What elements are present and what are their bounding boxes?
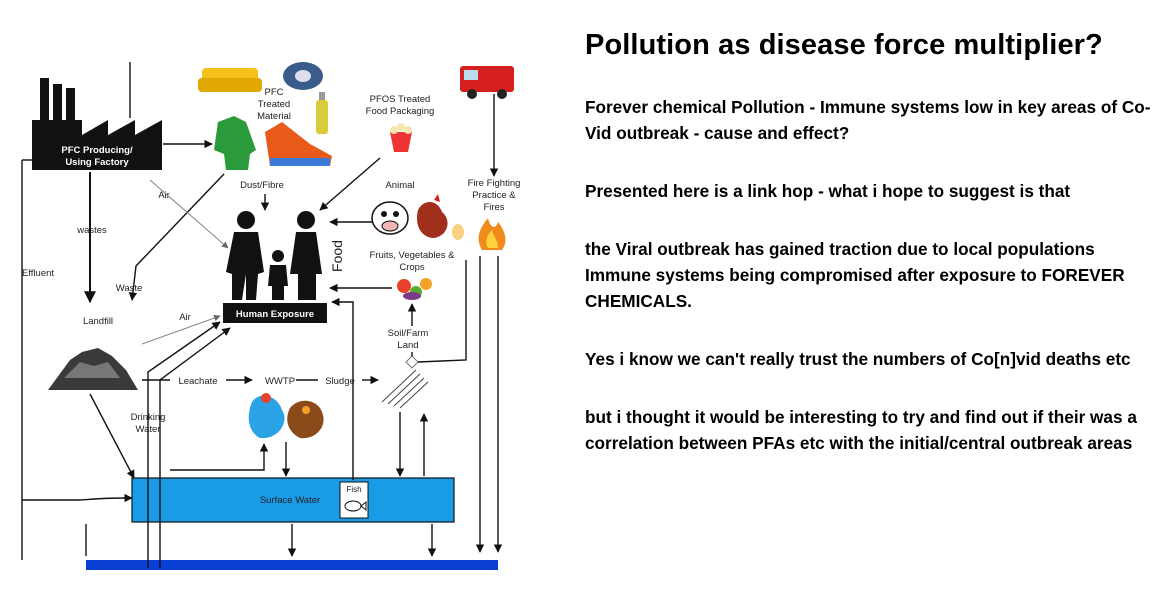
- article-paragraph-2: Presented here is a link hop - what i ho…: [585, 181, 1071, 201]
- food-label: Food: [329, 240, 345, 272]
- fish-box: [339, 481, 369, 519]
- spray-can-icon: [316, 92, 328, 134]
- pfc-treated-label-2: Treated: [258, 99, 290, 110]
- family-silhouette-icon: [226, 211, 322, 300]
- soil-farm-label-1: Soil/Farm: [388, 328, 429, 339]
- dust-fibre-label: Dust/Fibre: [240, 180, 284, 191]
- article: Pollution as disease force multiplier? F…: [585, 26, 1155, 488]
- sofa-icon: [198, 68, 262, 92]
- surface-water-box: [131, 477, 455, 523]
- pfc-exposure-diagram: PFC Producing/ Using Factory PFC Treated…: [20, 60, 530, 570]
- air-label-2: Air: [179, 312, 191, 323]
- article-title: Pollution as disease force multiplier?: [585, 29, 1103, 61]
- flow-arrows: [21, 62, 503, 568]
- fire-truck-icon: [460, 66, 514, 99]
- article-paragraph-1: Forever chemical Pollution - Immune syst…: [585, 97, 1151, 143]
- air-label-1: Air: [158, 190, 170, 201]
- egg-icon: [452, 224, 464, 240]
- sludge-label: Sludge: [325, 376, 355, 387]
- wastewater-plant-icon: [248, 393, 324, 439]
- leachate-label: Leachate: [178, 376, 217, 387]
- groundwater-bar: [86, 560, 498, 570]
- article-paragraph-5: but i thought it would be interesting to…: [585, 407, 1137, 453]
- tape-roll-icon: [283, 62, 323, 90]
- fire-fighting-label-2: Practice &: [472, 190, 516, 201]
- waste-label: Waste: [116, 283, 143, 294]
- wwtp-label: WWTP: [265, 376, 295, 387]
- pfos-label-2: Food Packaging: [366, 106, 435, 117]
- factory-label-line2: Using Factory: [65, 157, 129, 168]
- article-paragraph-3: the Viral outbreak has gained traction d…: [585, 239, 1125, 311]
- human-exposure-box: [223, 303, 327, 323]
- fruits-vegetables-icon: [397, 278, 432, 300]
- air-arrows: [141, 179, 229, 345]
- popcorn-box-icon: [390, 123, 412, 152]
- fish-label: Fish: [346, 485, 361, 494]
- factory-label-line1: PFC Producing/: [61, 145, 133, 156]
- human-exposure-label: Human Exposure: [236, 309, 314, 320]
- animal-label: Animal: [385, 180, 414, 191]
- landfill-pile-icon: [48, 348, 138, 390]
- landfill-label: Landfill: [83, 316, 113, 327]
- factory-icon: [32, 78, 162, 170]
- pfc-treated-label-3: Material: [257, 111, 291, 122]
- cow-icon: [371, 201, 409, 235]
- field-furrows-icon: [381, 369, 429, 409]
- surface-water-label: Surface Water: [260, 495, 320, 506]
- flame-icon: [478, 218, 506, 250]
- fire-fighting-label-1: Fire Fighting: [468, 178, 521, 189]
- fruits-label-2: Crops: [399, 262, 425, 273]
- effluent-label: Effluent: [22, 268, 54, 279]
- article-paragraph-4: Yes i know we can't really trust the num…: [585, 349, 1131, 369]
- shoe-icon: [265, 122, 332, 166]
- wastes-label: wastes: [76, 225, 107, 236]
- jacket-icon: [214, 116, 256, 170]
- junction-diamond: [405, 355, 419, 369]
- pfc-treated-label-1: PFC: [265, 87, 284, 98]
- chicken-icon: [416, 194, 448, 238]
- fish-icon: [344, 500, 367, 512]
- pfos-label-1: PFOS Treated: [370, 94, 431, 105]
- fire-fighting-label-3: Fires: [483, 202, 504, 213]
- soil-farm-label-2: Land: [397, 340, 418, 351]
- fruits-label-1: Fruits, Vegetables &: [369, 250, 455, 261]
